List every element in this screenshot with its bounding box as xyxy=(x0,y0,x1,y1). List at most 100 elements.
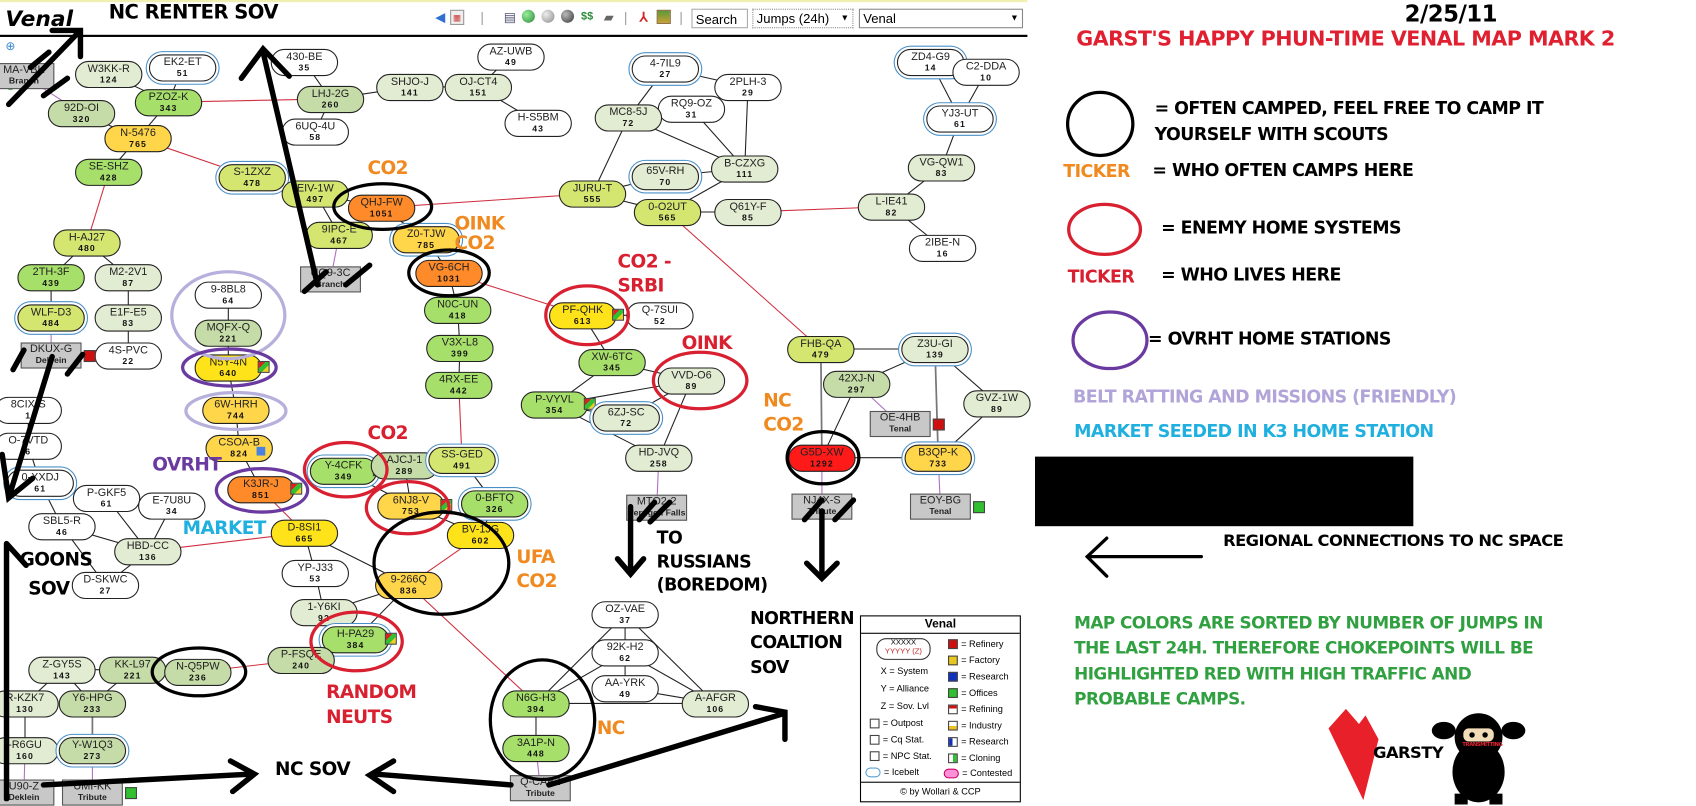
list-icon[interactable]: ▤ xyxy=(503,9,517,26)
back-arrow-icon[interactable]: ◀ xyxy=(435,9,446,26)
image-icon[interactable] xyxy=(656,9,671,24)
isk-icon[interactable]: $$ xyxy=(581,10,594,23)
globe-icon[interactable] xyxy=(521,9,535,23)
region-select[interactable]: Venal▼ xyxy=(858,8,1024,29)
dark-globe-icon[interactable] xyxy=(560,9,575,23)
gray-globe-icon[interactable] xyxy=(541,9,555,23)
calendar-icon[interactable]: ▦ xyxy=(450,9,465,26)
metric-select[interactable]: Jumps (24h)▼ xyxy=(752,8,854,29)
search-input[interactable]: Search xyxy=(691,8,748,29)
pdf-icon[interactable]: ⅄ xyxy=(639,9,648,26)
